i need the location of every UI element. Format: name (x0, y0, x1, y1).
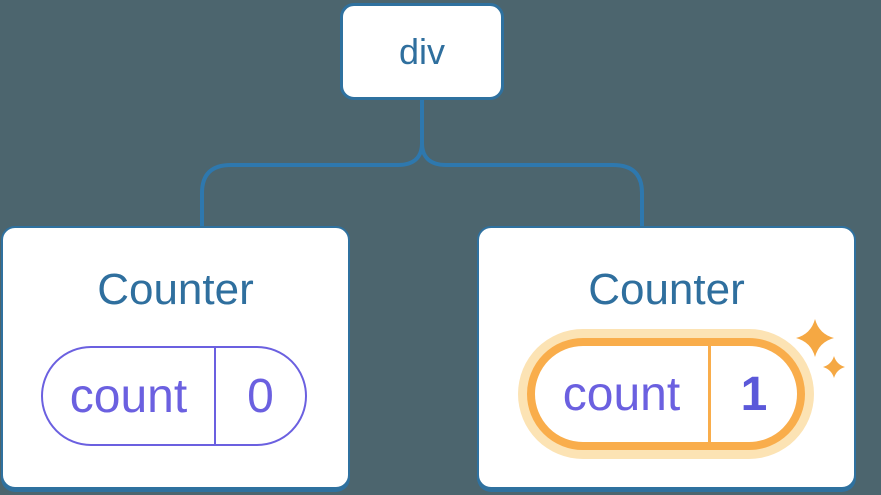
state-value-left: 0 (247, 369, 274, 423)
state-value-right: 1 (740, 367, 768, 421)
counter-card-left: Counter count 0 (1, 226, 350, 489)
state-key-right: count (535, 346, 711, 442)
state-pill-left: count 0 (41, 346, 307, 446)
root-node-label: div (398, 30, 446, 72)
sparkle-icon (796, 319, 845, 378)
component-title-left: Counter (97, 265, 254, 314)
state-key-left: count (43, 348, 216, 444)
state-pill-right-highlighted: count 1 (527, 338, 805, 450)
root-node-div: div (340, 3, 504, 100)
component-title-right: Counter (588, 265, 745, 314)
counter-card-right: Counter count 1 (477, 226, 856, 489)
